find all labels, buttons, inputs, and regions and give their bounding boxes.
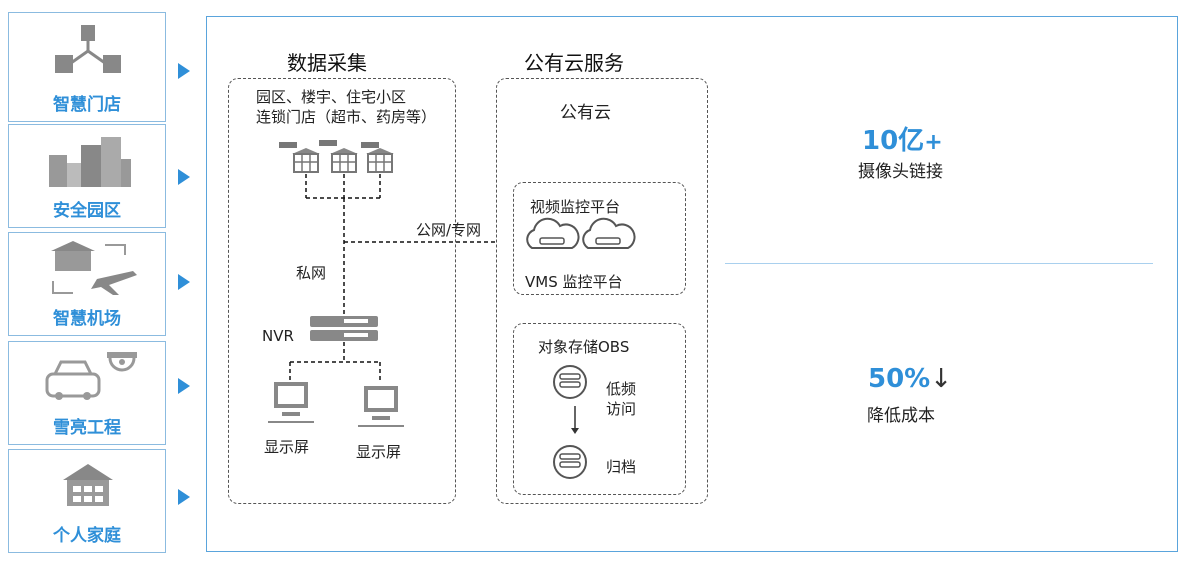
video-platform-title: 视频监控平台 bbox=[530, 198, 621, 216]
arrow-right-icon bbox=[178, 489, 190, 505]
car-camera-icon bbox=[45, 352, 137, 400]
stat-suffix: + bbox=[924, 130, 943, 155]
private-net-label: 私网 bbox=[296, 264, 327, 282]
public-cloud-label: 公有云 bbox=[560, 103, 611, 123]
obs-box bbox=[513, 323, 686, 495]
stat-number: 10亿 bbox=[862, 126, 925, 156]
scenario-label: 个人家庭 bbox=[53, 526, 121, 546]
arrow-right-icon bbox=[178, 169, 190, 185]
arrow-down-icon bbox=[571, 428, 579, 434]
sites-line-1: 园区、楼宇、住宅小区 bbox=[256, 88, 407, 106]
airport-plane-icon bbox=[51, 241, 137, 295]
cloud-server-icon bbox=[582, 217, 636, 249]
scenario-card-home: 个人家庭 bbox=[8, 449, 166, 553]
city-buildings-icon bbox=[49, 137, 131, 187]
arrow-right-icon bbox=[178, 378, 190, 394]
vms-label: VMS 监控平台 bbox=[525, 273, 623, 291]
storage-cycle-icon bbox=[553, 365, 587, 399]
stat-value-cameras: 10亿+ bbox=[862, 120, 943, 157]
video-platform-box bbox=[513, 182, 686, 295]
down-arrow-icon: ↓ bbox=[930, 364, 953, 394]
stat-value-cost: 50%↓ bbox=[868, 364, 952, 394]
link-label: 公网/专网 bbox=[416, 221, 482, 239]
camera-store-icon bbox=[319, 140, 358, 173]
stat-desc-cost: 降低成本 bbox=[867, 406, 935, 426]
cloud-server-icons bbox=[526, 217, 636, 249]
display-label-2: 显示屏 bbox=[356, 443, 402, 461]
cloud-server-icon bbox=[526, 217, 580, 249]
obs-storage-diagram bbox=[553, 365, 587, 479]
scenario-label: 雪亮工程 bbox=[53, 418, 121, 438]
camera-store-icon bbox=[279, 142, 320, 173]
arrow-right-icon bbox=[178, 63, 190, 79]
camera-store-icon bbox=[361, 142, 394, 173]
collect-box bbox=[228, 78, 456, 504]
nvr-label: NVR bbox=[262, 327, 294, 345]
scenario-card-smart-airport: 智慧机场 bbox=[8, 232, 166, 336]
scenario-label: 智慧机场 bbox=[53, 309, 121, 329]
scenario-card-xueliang: 雪亮工程 bbox=[8, 341, 166, 445]
cloud-title: 公有云服务 bbox=[524, 51, 624, 75]
monitor-icon bbox=[268, 382, 314, 423]
scenario-label: 安全园区 bbox=[53, 201, 121, 221]
collect-title: 数据采集 bbox=[287, 51, 367, 75]
store-network-icon bbox=[55, 25, 121, 73]
collect-topology bbox=[268, 140, 498, 427]
architecture-panel bbox=[206, 16, 1178, 552]
low-freq-line-2: 访问 bbox=[606, 400, 637, 418]
nvr-server-icon bbox=[310, 316, 378, 341]
storage-cycle-icon bbox=[553, 445, 587, 479]
archive-label: 归档 bbox=[606, 458, 637, 476]
house-icon bbox=[63, 464, 113, 506]
arrow-right-icon bbox=[178, 274, 190, 290]
scenario-card-smart-store: 智慧门店 bbox=[8, 12, 166, 122]
scenario-card-safe-park: 安全园区 bbox=[8, 124, 166, 228]
stat-number: 50% bbox=[868, 364, 931, 394]
low-freq-line-1: 低频 bbox=[606, 380, 637, 398]
scenario-label: 智慧门店 bbox=[53, 95, 121, 115]
divider bbox=[725, 263, 1153, 264]
obs-title: 对象存储OBS bbox=[538, 338, 630, 356]
display-label-1: 显示屏 bbox=[264, 438, 310, 456]
sites-line-2: 连锁门店（超市、药房等） bbox=[256, 108, 437, 126]
cloud-box bbox=[496, 78, 708, 504]
stat-desc-cameras: 摄像头链接 bbox=[858, 162, 943, 182]
monitor-icon bbox=[358, 386, 404, 427]
